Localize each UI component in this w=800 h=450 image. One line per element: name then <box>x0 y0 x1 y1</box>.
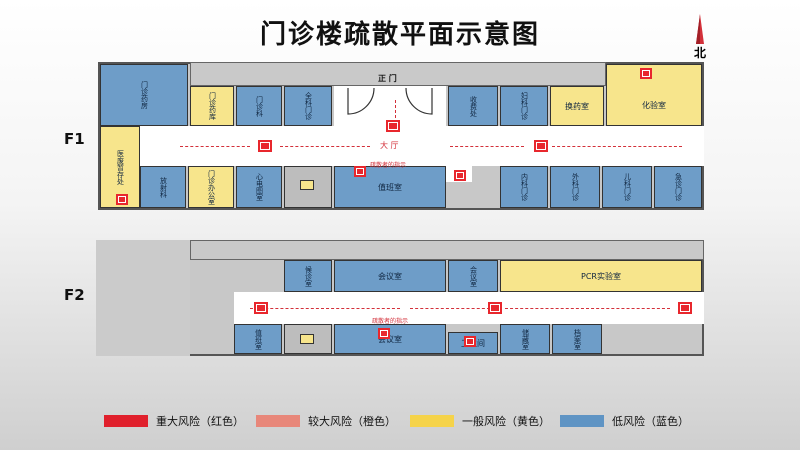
fire-extinguisher-icon <box>640 68 652 79</box>
f2-top-wall <box>190 240 704 260</box>
f2-evac-note: 疏散者的指示 <box>372 318 409 325</box>
north-label: 北 <box>693 46 706 60</box>
legend-item-major: 重大风险（红色） <box>104 413 244 429</box>
room-f1-r12: 值班室 <box>334 166 446 208</box>
room-f1-r10: 门诊办公室 <box>188 166 234 208</box>
exit-sign-icon <box>386 120 400 132</box>
evac-route-f1-door <box>395 100 396 118</box>
north-arrow-icon <box>696 14 704 44</box>
exit-sign-icon <box>678 302 692 314</box>
legend-item-low: 低风险（蓝色） <box>560 413 689 429</box>
room-f2-a7: 储藏室 <box>500 324 550 354</box>
door-icon <box>347 87 433 115</box>
room-f1-r9: 放射科 <box>140 166 186 208</box>
room-f2-a4: 值班室 <box>234 324 282 354</box>
fire-extinguisher-icon <box>454 170 466 181</box>
exit-sign-icon <box>534 140 548 152</box>
room-f1-r4: 全科门诊 <box>284 86 332 126</box>
page-title: 门诊楼疏散平面示意图 <box>259 20 540 50</box>
f1-hall-label: 大 厅 <box>380 141 399 150</box>
room-f2-a8: 档案室 <box>552 324 602 354</box>
stairs-icon <box>300 334 314 344</box>
evac-route-f2-west <box>250 308 400 309</box>
legend-swatch-major <box>104 415 148 427</box>
room-f1-r1: 门诊药房 <box>100 64 188 126</box>
fire-extinguisher-icon <box>354 166 366 177</box>
legend-swatch-low <box>560 415 604 427</box>
fire-extinguisher-icon <box>378 328 390 339</box>
f1-main-door-label: 正 门 <box>378 74 397 83</box>
exit-sign-icon <box>488 302 502 314</box>
room-f1-r5: 收费处 <box>448 86 498 126</box>
f1-top-wall <box>190 62 606 86</box>
room-f2-a5: 会议室 <box>334 324 446 354</box>
evac-route-f2-east <box>505 308 670 309</box>
fire-extinguisher-icon <box>116 194 128 205</box>
evac-route-f1-far-east <box>552 146 682 147</box>
floor-label-f1: F1 <box>64 130 85 148</box>
evac-route-f2-mid <box>410 308 490 309</box>
f1-entrance <box>334 86 446 126</box>
stairs-icon <box>300 180 314 190</box>
room-f1-r2: 门诊药库 <box>190 86 234 126</box>
exit-sign-icon <box>258 140 272 152</box>
room-f1-r6: 妇科门诊 <box>500 86 548 126</box>
room-f2-a1: 候诊室 <box>284 260 332 292</box>
legend-swatch-high <box>256 415 300 427</box>
f2-west-block <box>96 240 190 356</box>
room-f2-a2: 会议室 <box>334 260 446 292</box>
room-f1-r11: 心电图室 <box>236 166 282 208</box>
evac-route-f1-east <box>450 146 524 147</box>
exit-sign-icon <box>254 302 268 314</box>
legend-item-high: 较大风险（橙色） <box>256 413 396 429</box>
room-f1-r13: 内科门诊 <box>500 166 548 208</box>
legend-item-general: 一般风险（黄色） <box>410 413 550 429</box>
room-f1-r8: 化验室 <box>606 64 702 126</box>
room-f1-r3: 门诊科 <box>236 86 282 126</box>
room-f1-r16: 急诊门诊 <box>654 166 702 208</box>
floor-label-f2: F2 <box>64 286 85 304</box>
room-f2-pcr: PCR实验室 <box>500 260 702 292</box>
legend-swatch-general <box>410 415 454 427</box>
f1-evac-note: 疏散者的指示 <box>370 162 407 169</box>
room-f2-a3: 会议室 <box>448 260 498 292</box>
room-f1-r14: 外科门诊 <box>550 166 600 208</box>
room-f1-r7: 换药室 <box>550 86 604 126</box>
evac-route-f1-mid <box>280 146 370 147</box>
fire-extinguisher-icon <box>464 336 476 347</box>
room-f1-r15: 儿科门诊 <box>602 166 652 208</box>
evac-route-f1-west <box>180 146 250 147</box>
